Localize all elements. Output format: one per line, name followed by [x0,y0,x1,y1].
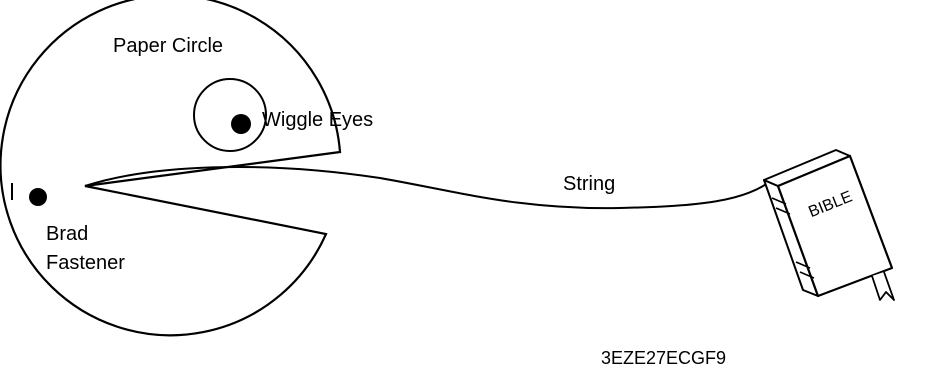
label-paper-circle: Paper Circle [113,35,223,57]
label-string: String [563,173,615,195]
eye-pupil [231,114,251,134]
string-line [84,166,776,210]
figure-code: 3EZE27ECGF9 [601,348,726,368]
bible-spine-band [795,261,811,269]
bible-front-cover [776,154,894,298]
bible-spine-band [775,207,791,215]
label-wiggle-eyes: Wiggle Eyes [262,109,373,131]
brad-fastener-dot [29,188,47,206]
bible-book [763,149,895,301]
label-brad: Brad [46,223,88,245]
bible-ribbon [871,271,895,301]
bible-spine-band [799,271,815,279]
bible-spine-band [771,197,787,205]
label-fastener: Fastener [46,252,125,274]
eye-outline [193,78,267,152]
paper-circle [0,0,342,337]
